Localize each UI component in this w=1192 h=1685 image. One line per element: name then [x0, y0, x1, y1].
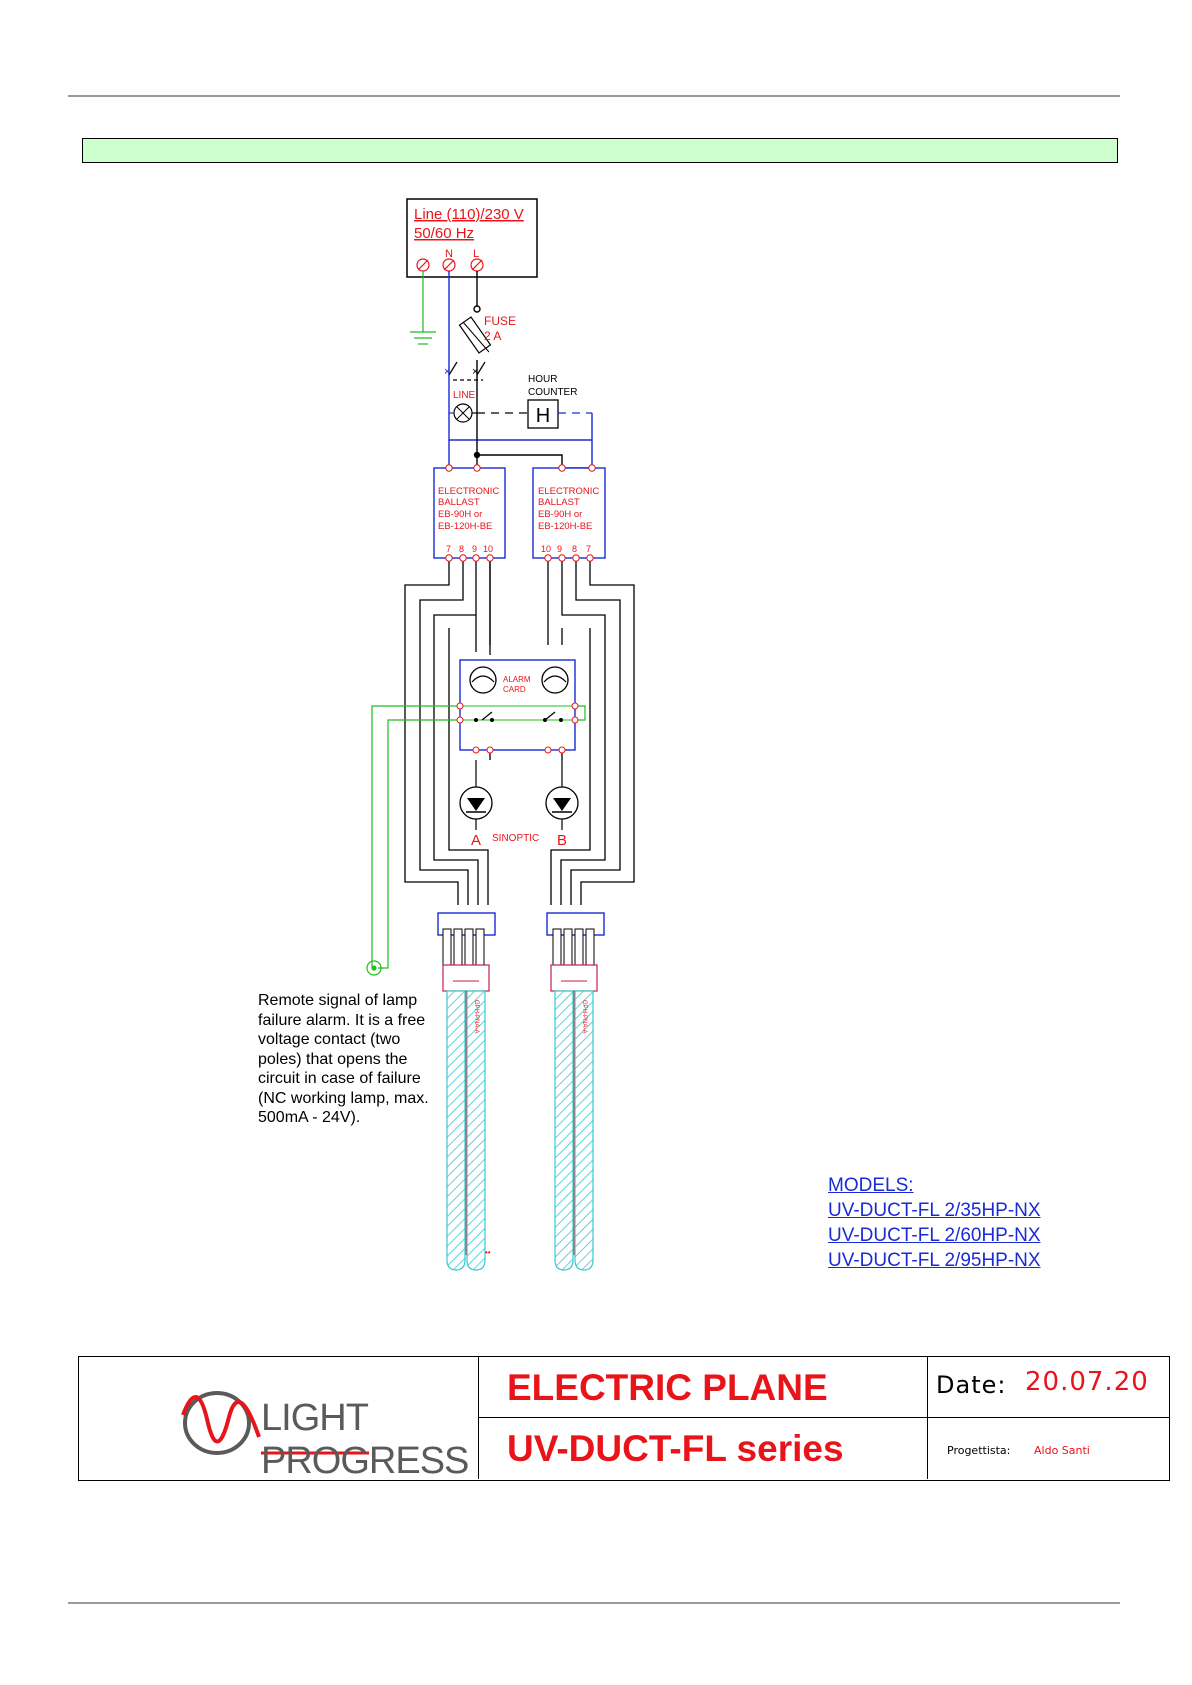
ballast-right-t8: 8 [572, 544, 577, 554]
hour-counter-label-1: HOUR [528, 374, 557, 385]
ballast-left-l2: BALLAST [438, 497, 480, 508]
ballast-left-l4: EB-120H-BE [438, 521, 492, 532]
section-band [82, 138, 1118, 163]
ballast-left-l3: EB-90H or [438, 509, 482, 520]
company-logo: LIGHT PROGRESS [79, 1357, 479, 1482]
svg-text:×: × [444, 366, 450, 378]
logo-wave-icon [181, 1391, 369, 1455]
hour-counter: HOUR COUNTER H [477, 374, 592, 429]
remote-alarm-wires [366, 705, 586, 976]
footer-rule [68, 1602, 1120, 1604]
title-block: LIGHT PROGRESS ELECTRIC PLANE UV-DUCT-FL… [78, 1356, 1170, 1482]
title-cells: ELECTRIC PLANE UV-DUCT-FL series [479, 1357, 928, 1479]
lamp-right-code: GPH-PNA-A [581, 1000, 587, 1033]
designer-label: Progettista: [947, 1444, 1011, 1457]
date-value: 20.07.20 [1025, 1367, 1149, 1397]
line-indicator-lamp: LINE [449, 390, 477, 423]
neutral-wire [448, 271, 593, 469]
ballast-right-t7: 7 [586, 544, 591, 554]
supply-box: Line (110)/230 V 50/60 Hz N L [406, 198, 538, 278]
hour-counter-symbol: H [536, 405, 550, 427]
alarm-card: ALARM CARD [459, 659, 576, 751]
ballast-left: ELECTRONIC BALLAST EB-90H or EB-120H-BE … [433, 467, 506, 559]
svg-text:×: × [472, 366, 478, 378]
model-item: UV-DUCT-FL 2/60HP-NX [828, 1225, 1041, 1246]
sinoptic-label: SINOPTIC [492, 833, 539, 844]
right-ballast-output-wires [547, 558, 635, 905]
fuse-label: FUSE [484, 314, 516, 328]
drawing-subtitle: UV-DUCT-FL series [507, 1428, 844, 1469]
meta-cells: Date: 20.07.20 Progettista: Aldo Santi [928, 1357, 1169, 1479]
ballast-left-t7: 7 [446, 544, 451, 554]
ballast-left-t8: 8 [459, 544, 464, 554]
remote-alarm-note: Remote signal of lamp failure alarm. It … [258, 992, 429, 1126]
drawing-title: ELECTRIC PLANE [479, 1357, 927, 1418]
earth-wire [410, 271, 436, 345]
lamp-connector-right [546, 912, 605, 966]
sinoptic-b-label: B [557, 832, 567, 849]
svg-text:••: •• [485, 1248, 491, 1257]
ballast-right-l2: BALLAST [538, 497, 580, 508]
supply-label-frequency: 50/60 Hz [414, 225, 474, 242]
sinoptic-a-label: A [471, 832, 481, 849]
fuse-symbol: FUSE 2 A [458, 314, 516, 354]
line-lamp-label: LINE [453, 390, 476, 401]
terminal-n-label: N [445, 248, 453, 260]
terminal-dots [445, 464, 596, 754]
ballast-right-l3: EB-90H or [538, 509, 582, 520]
ballast-right-l4: EB-120H-BE [538, 521, 592, 532]
lamp-connector-left [437, 912, 496, 966]
ballast-right-l1: ELECTRONIC [538, 486, 599, 497]
alarm-card-l1: ALARM [503, 675, 531, 684]
hour-counter-label-2: COUNTER [528, 387, 577, 398]
terminal-l-label: L [473, 248, 479, 260]
sinoptic-led-a [459, 760, 493, 830]
model-item: UV-DUCT-FL 2/35HP-NX [828, 1200, 1041, 1221]
alarm-card-l2: CARD [503, 685, 526, 694]
sinoptic-led-b [545, 760, 579, 830]
models-heading: MODELS: [828, 1175, 914, 1196]
ballast-left-t9: 9 [472, 544, 477, 554]
brand-name: LIGHT PROGRESS [261, 1397, 469, 1482]
date-label: Date: [936, 1371, 1007, 1399]
ballast-right-t10: 10 [541, 544, 551, 554]
ballast-right-t9: 9 [557, 544, 562, 554]
ballast-left-t10: 10 [483, 544, 493, 554]
lamp-left-code: GPH-PNA-A [473, 1000, 479, 1033]
ballast-left-l1: ELECTRONIC [438, 486, 499, 497]
main-switch: × × [444, 361, 486, 381]
uv-lamp-right: GPH-PNA-A [550, 964, 598, 1271]
header-rule [68, 95, 1120, 97]
models-list: MODELS: UV-DUCT-FL 2/35HP-NX UV-DUCT-FL … [828, 1173, 1041, 1273]
model-item: UV-DUCT-FL 2/95HP-NX [828, 1250, 1041, 1271]
fuse-rating: 2 A [484, 329, 501, 343]
supply-label-voltage: Line (110)/230 V [414, 206, 524, 223]
uv-lamp-left: GPH-PNA-A •• [442, 964, 491, 1271]
left-ballast-output-wires [404, 558, 491, 905]
ballast-right: ELECTRONIC BALLAST EB-90H or EB-120H-BE … [532, 467, 606, 559]
designer-value: Aldo Santi [1034, 1444, 1090, 1457]
line-wire [473, 271, 563, 468]
